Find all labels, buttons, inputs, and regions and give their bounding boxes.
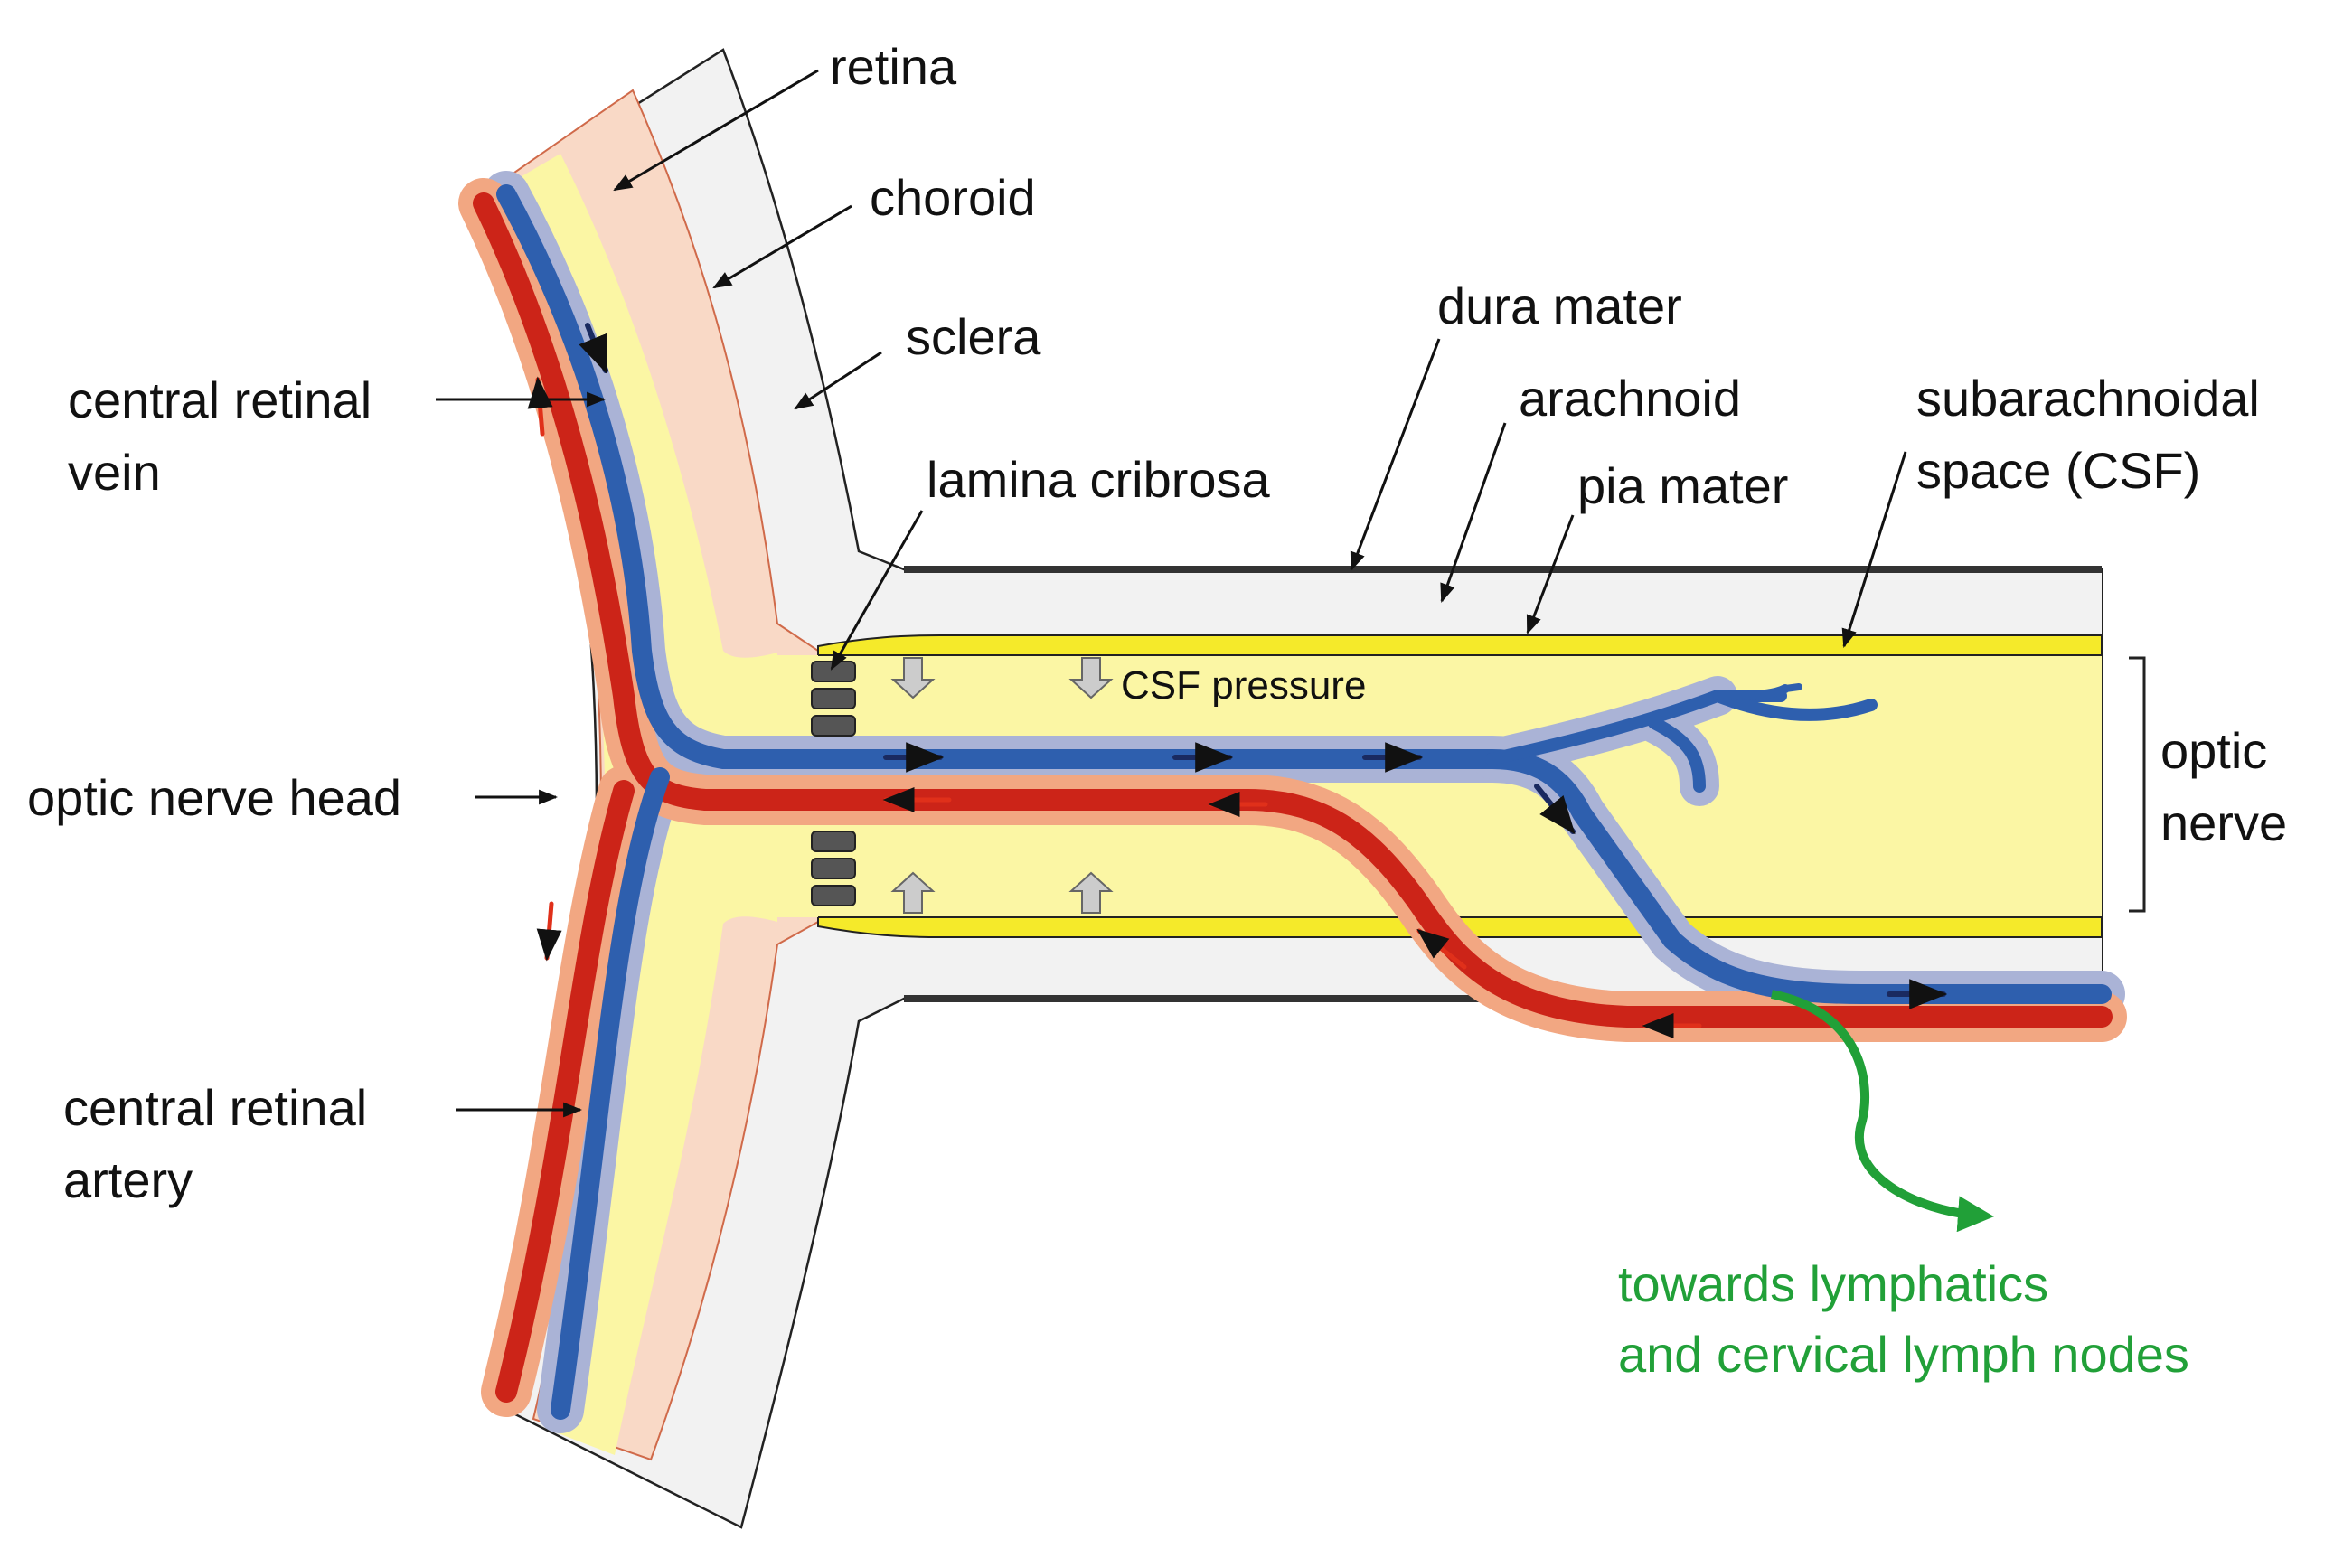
label-sclera: sclera xyxy=(906,308,1041,365)
label-central-retinal-vein-2: vein xyxy=(68,444,161,501)
label-arachnoid: arachnoid xyxy=(1519,370,1741,427)
pressure-arrow-down-1 xyxy=(890,657,936,699)
label-csf-pressure: CSF pressure xyxy=(1121,663,1366,708)
label-central-retinal-vein-1: central retinal xyxy=(68,371,372,428)
lymphatic-drainage-arrow xyxy=(1771,990,1994,1233)
label-retina: retina xyxy=(830,38,957,95)
csf-pressure-arrows xyxy=(890,657,1114,914)
vessels xyxy=(458,171,2127,1433)
label-dura-mater: dura mater xyxy=(1437,277,1682,334)
label-optic-nerve-1: optic xyxy=(2160,722,2267,779)
central-retinal-artery xyxy=(473,192,2113,1028)
label-subarachnoidal-1: subarachnoidal xyxy=(1916,370,2260,427)
label-optic-nerve-2: nerve xyxy=(2160,794,2287,851)
pressure-arrow-down-2 xyxy=(1068,657,1114,699)
label-subarachnoidal-2: space (CSF) xyxy=(1916,442,2200,499)
label-lymphatics-2: and cervical lymph nodes xyxy=(1618,1326,2189,1383)
label-central-retinal-artery-1: central retinal xyxy=(63,1079,367,1136)
optic-nerve-bracket xyxy=(2129,656,2146,913)
label-lamina-cribrosa: lamina cribrosa xyxy=(927,451,1271,508)
label-pia-mater: pia mater xyxy=(1577,457,1788,514)
leader-lines xyxy=(436,69,1907,1118)
labels: retina choroid sclera dura mater arachno… xyxy=(27,38,2287,1383)
label-lymphatics-1: towards lymphatics xyxy=(1618,1255,2048,1312)
pressure-arrow-up-1 xyxy=(890,871,936,914)
label-central-retinal-artery-2: artery xyxy=(63,1151,193,1208)
lamina-cribrosa-blocks xyxy=(811,661,856,906)
pia-mater-top xyxy=(817,634,2103,656)
pressure-arrow-up-2 xyxy=(1068,871,1114,914)
central-retinal-vein xyxy=(496,184,2112,1004)
label-choroid: choroid xyxy=(870,169,1036,226)
label-optic-nerve-head: optic nerve head xyxy=(27,769,401,826)
